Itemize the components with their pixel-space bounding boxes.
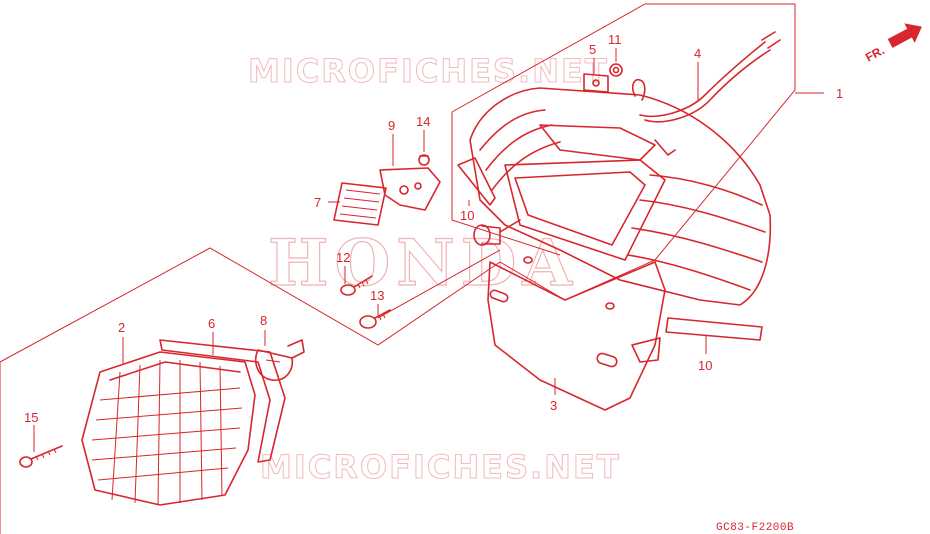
callout-11: 11 (608, 32, 622, 47)
callout-9: 9 (388, 118, 395, 133)
callout-6: 6 (208, 316, 215, 331)
callout-12: 12 (336, 250, 350, 265)
bracket-9 (379, 167, 441, 211)
lens-gasket (159, 339, 286, 463)
clip-5 (583, 73, 609, 93)
callout-8: 8 (260, 313, 267, 328)
front-direction-indicator: FR. (863, 23, 922, 65)
callout-2: 2 (118, 320, 125, 335)
nut-11 (609, 63, 623, 77)
taillight-lens (81, 351, 256, 506)
reflector-7 (333, 182, 387, 226)
taillight-housing (469, 87, 772, 306)
watermark-top: MICROFICHES.NET (248, 52, 609, 90)
watermark-bottom: MICROFICHES.NET (260, 448, 621, 486)
callout-15: 15 (24, 410, 38, 425)
callout-13: 13 (370, 288, 384, 303)
callout-10a: 10 (460, 208, 474, 223)
bulb (254, 339, 305, 381)
rear-fender-bracket (487, 256, 666, 411)
callout-5: 5 (589, 42, 596, 57)
screw-13 (359, 309, 391, 329)
front-label: FR. (863, 43, 887, 64)
front-arrow-icon (887, 23, 922, 48)
reflector-strip-left (457, 157, 496, 206)
callout-7: 7 (314, 195, 321, 210)
reflector-strip-right (665, 317, 763, 341)
callout-1: 1 (836, 86, 843, 101)
callout-10b: 10 (698, 358, 712, 373)
grommet-14 (418, 154, 430, 166)
diagram-code: GC83-F2200B (716, 522, 794, 534)
lens-frame-top (0, 247, 501, 363)
assembly-frame-left (451, 112, 561, 256)
callout-4: 4 (694, 46, 701, 61)
screw-12 (340, 275, 373, 296)
watermark-brand: HONDA (268, 226, 578, 301)
callout-3: 3 (550, 398, 557, 413)
callout-14: 14 (416, 114, 430, 129)
bulb-socket (473, 219, 521, 246)
wire-harness (632, 31, 781, 156)
screw-15 (19, 445, 63, 468)
